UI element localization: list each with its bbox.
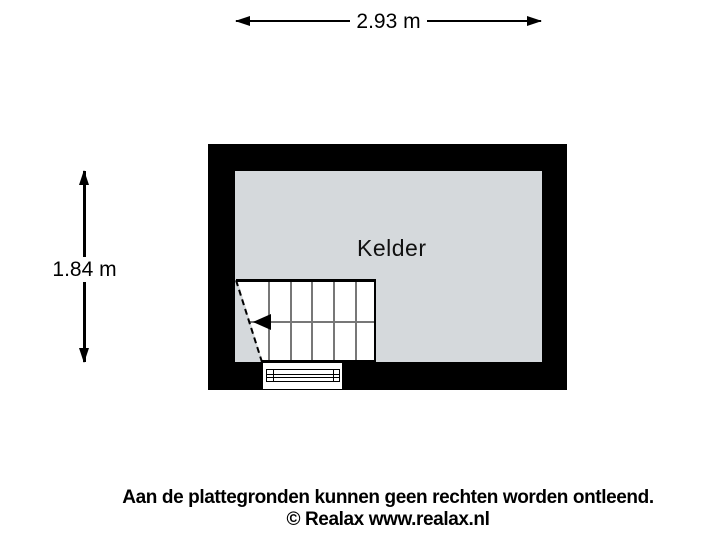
footer: Aan de plattegronden kunnen geen rechten… [122, 487, 654, 530]
stair-border [373, 279, 376, 363]
footer-disclaimer: Aan de plattegronden kunnen geen rechten… [122, 487, 654, 508]
stair-border [262, 360, 376, 363]
window-frame-cap [267, 370, 274, 381]
window-icon [266, 369, 340, 382]
width-dimension-label: 2.93 m [350, 9, 427, 34]
window-glass-line [267, 373, 339, 375]
window-frame-cap [332, 370, 340, 381]
stair-border [236, 279, 376, 282]
width-arrow-left-icon [235, 15, 250, 26]
width-arrow-right-icon [527, 15, 542, 26]
height-dimension-label: 1.84 m [46, 257, 123, 282]
height-arrow-down-icon [78, 348, 89, 363]
room-label: Kelder [357, 235, 427, 261]
staircase [235, 279, 376, 363]
stair-direction-arrow-icon [253, 314, 271, 330]
window-glass-line [267, 377, 339, 379]
height-arrow-up-icon [78, 170, 89, 185]
footer-copyright: © Realax www.realax.nl [286, 508, 490, 530]
stair-walkline [250, 321, 376, 323]
